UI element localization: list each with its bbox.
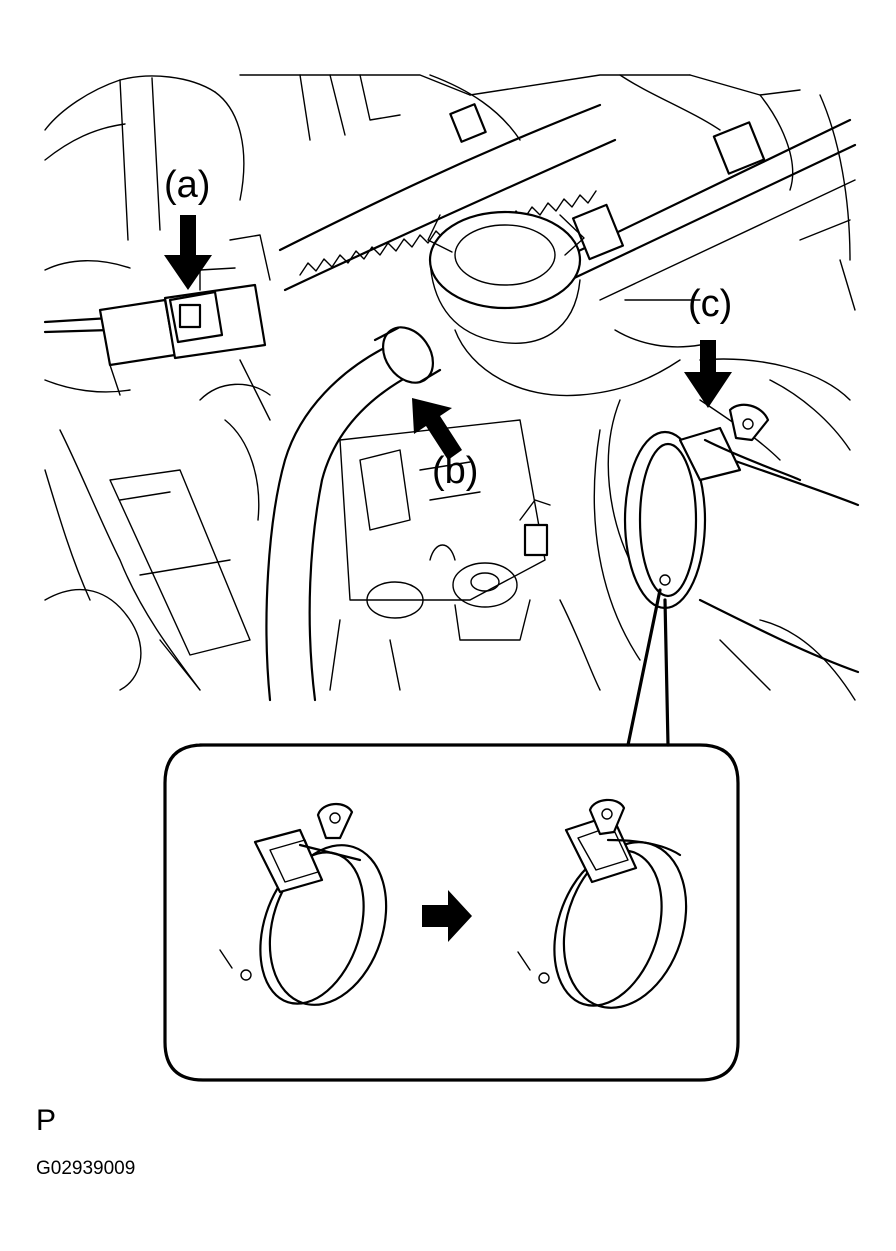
inset-callout-box: [163, 588, 740, 1082]
engine-bay-background: [43, 74, 860, 702]
clamp-before-icon: [219, 803, 388, 1006]
transition-arrow-icon: [422, 890, 472, 942]
clamp-after-icon: [517, 798, 688, 1009]
arrow-c-icon: [684, 340, 732, 408]
callout-label-a: (a): [164, 164, 211, 206]
arrow-b-icon: [412, 398, 462, 460]
arrow-a-icon: [164, 215, 212, 290]
callout-label-c: (c): [688, 283, 733, 325]
figure-id: G02939009: [36, 1158, 136, 1179]
callout-label-b: (b): [432, 450, 479, 492]
section-letter: P: [36, 1104, 57, 1137]
